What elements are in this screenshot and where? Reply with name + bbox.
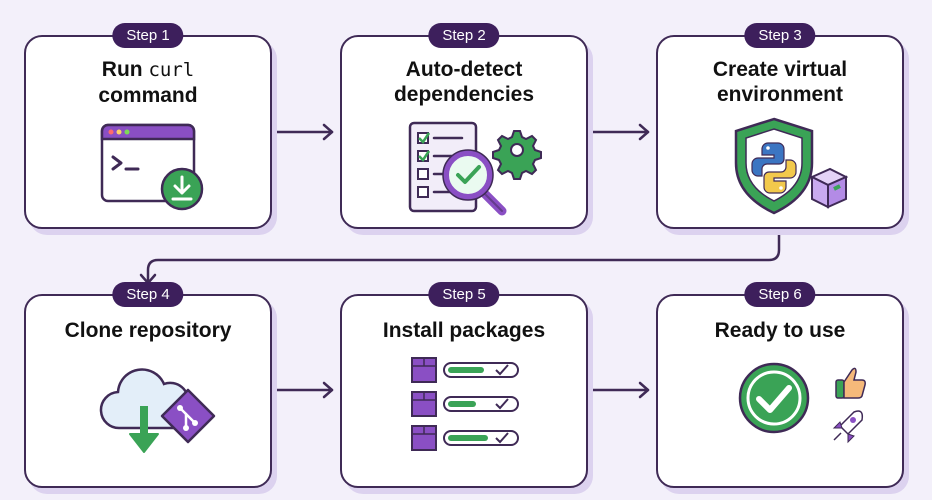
step-4-badge: Step 4 (112, 282, 184, 307)
step-6-card: Step 6 Ready to use (656, 282, 904, 488)
python-shield-icon (734, 117, 848, 215)
step-3-title: Create virtual environment (712, 58, 848, 106)
step-1-card: Step 1 Run curl command (24, 23, 272, 229)
step-1-title: Run curl command (26, 57, 270, 108)
step-6-badge: Step 6 (744, 282, 816, 307)
arrow-step3-to-step4 (146, 226, 781, 284)
package-row-2 (411, 391, 519, 417)
step-4-title: Clone repository (64, 319, 232, 342)
step-1-title-line2: command (98, 84, 198, 107)
package-row-1 (411, 357, 519, 383)
step-1-badge: Step 1 (112, 23, 184, 48)
rocket-icon (832, 410, 864, 444)
step-2-badge: Step 2 (428, 23, 500, 48)
terminal-download-icon (100, 123, 204, 211)
step-5-title: Install packages (382, 319, 546, 342)
step-3-card: Step 3 Create virtual environment (656, 23, 904, 229)
step-5-badge: Step 5 (428, 282, 500, 307)
step-5-card: Step 5 Install packages (340, 282, 588, 488)
step-1-title-prefix: Run (101, 58, 143, 81)
package-row-3 (411, 425, 519, 451)
checklist-magnifier-icon (408, 121, 542, 216)
step-3-badge: Step 3 (744, 23, 816, 48)
cloud-git-icon (99, 368, 216, 453)
thumbs-up-icon (835, 367, 866, 399)
step-4-card: Step 4 Clone repository (24, 282, 272, 488)
step-2-card: Step 2 Auto-detect dependencies (340, 23, 588, 229)
step-6-title: Ready to use (714, 319, 846, 342)
step-2-title: Auto-detect dependencies (393, 58, 535, 106)
check-rocket-icon (738, 362, 866, 444)
step-1-title-code: curl (148, 59, 195, 81)
package-progress-icon (411, 357, 519, 451)
